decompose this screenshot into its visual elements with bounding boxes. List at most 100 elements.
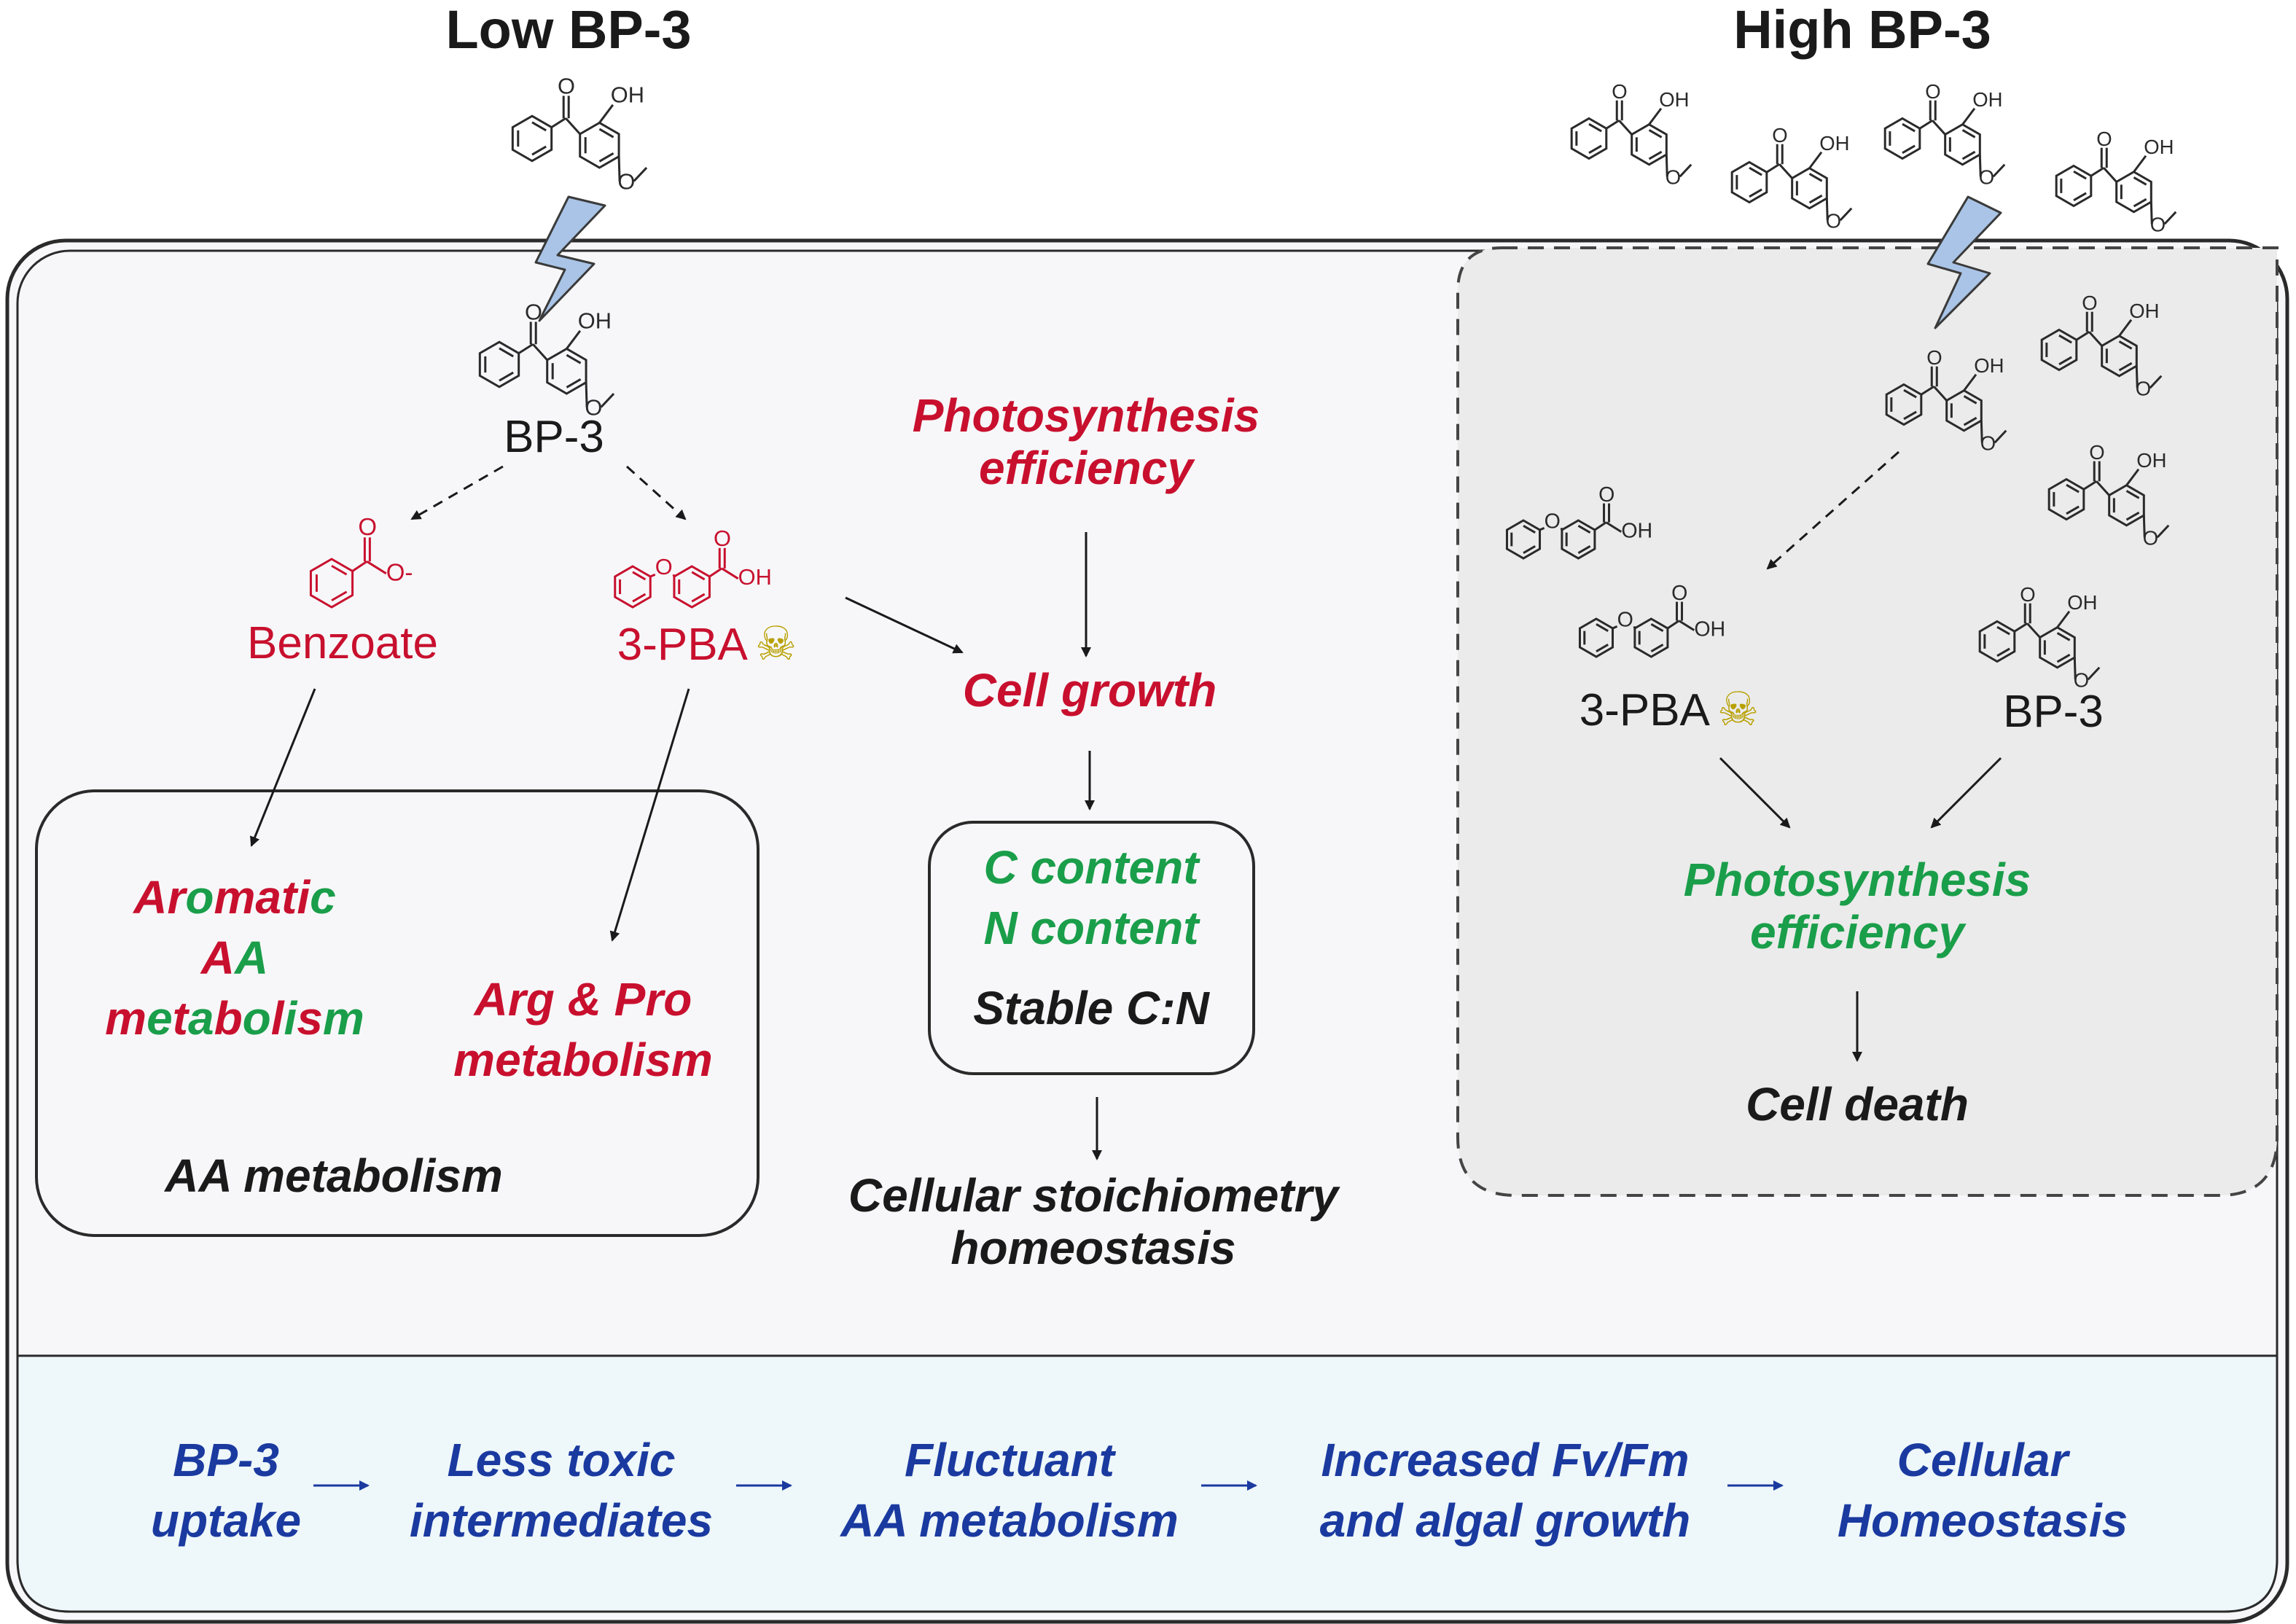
flow-3-line2: AA metabolism	[840, 1494, 1179, 1547]
aromatic-letter: s	[297, 992, 323, 1045]
svg-text:OH: OH	[1694, 617, 1725, 641]
flow-step-2: Less toxic intermediates	[410, 1430, 713, 1551]
svg-text:O: O	[655, 554, 673, 579]
flow-step-5: Cellular Homeostasis	[1838, 1430, 2128, 1551]
svg-text:O: O	[1671, 582, 1687, 605]
svg-text:OH: OH	[2144, 136, 2174, 158]
svg-text:O: O	[2074, 668, 2089, 691]
aromatic-letter: r	[167, 871, 186, 924]
flow-1-line2: uptake	[150, 1494, 302, 1547]
n-content-label: N content	[983, 902, 1199, 954]
aromatic-letter: A	[133, 871, 168, 924]
svg-text:O: O	[2082, 292, 2097, 314]
svg-text:O: O	[2096, 128, 2112, 150]
svg-text:OH: OH	[611, 82, 644, 108]
flow-3-line1: Fluctuant	[905, 1434, 1114, 1486]
aromatic-letter: t	[172, 992, 188, 1045]
svg-text:OH: OH	[2067, 591, 2097, 614]
bp3-molecule: O OH O	[1978, 583, 2101, 691]
arrow-icon	[250, 688, 316, 847]
svg-text:O: O	[2136, 377, 2151, 399]
aromatic-letter: l	[270, 992, 284, 1045]
svg-text:O: O	[714, 526, 731, 551]
photosynthesis-efficiency-low: Photosynthesis efficiency	[913, 389, 1260, 494]
arrow-icon	[1719, 757, 1791, 829]
svg-text:O: O	[1979, 165, 1994, 188]
c-content-label: C content	[983, 841, 1199, 894]
svg-text:O: O	[1612, 80, 1627, 103]
svg-text:O: O	[1980, 432, 1996, 454]
aromatic-letter: a	[187, 992, 214, 1045]
cell-death-label: Cell death	[1746, 1078, 1969, 1131]
arrow-icon	[410, 465, 504, 520]
arrow-icon	[1930, 757, 2002, 829]
aromatic-letter: m	[214, 871, 256, 924]
aromatic-letter: c	[310, 871, 336, 924]
svg-text:O: O	[1666, 165, 1681, 188]
photo-low-line2: efficiency	[978, 441, 1194, 494]
svg-text:OH: OH	[2129, 300, 2159, 322]
flow-2-line2: intermediates	[409, 1494, 714, 1547]
svg-text:O: O	[358, 513, 377, 540]
pba-label-low-text: 3-PBA	[617, 620, 748, 670]
aromatic-line1: Aromatic	[105, 867, 364, 928]
arg-line1: Arg & Pro	[474, 973, 692, 1026]
aromatic-letter: t	[281, 871, 297, 924]
flow-5-line1: Cellular	[1897, 1434, 2069, 1486]
benzoate-molecule: OO-	[309, 513, 413, 609]
photosynthesis-efficiency-high: Photosynthesis efficiency	[1684, 854, 2031, 959]
cn-content-box	[928, 821, 1255, 1075]
bp3-molecule: O OH O	[1883, 80, 2006, 188]
aromatic-letter: a	[255, 871, 282, 924]
bp3-molecule: O OH O	[1885, 346, 2007, 454]
svg-text:OH: OH	[738, 564, 772, 590]
flow-step-3: Fluctuant AA metabolism	[840, 1430, 1179, 1551]
high-bp3-region	[1456, 246, 2279, 1197]
aromatic-letter: o	[242, 992, 271, 1045]
aromatic-letter: i	[297, 871, 311, 924]
aromatic-letter: o	[185, 871, 214, 924]
stable-cn-label: Stable C:N	[973, 982, 1209, 1034]
aromatic-letter: m	[322, 992, 364, 1045]
pba-molecule: O O OH	[614, 526, 772, 609]
svg-text:O: O	[1925, 80, 1940, 103]
cell-growth-label: Cell growth	[962, 664, 1217, 717]
svg-text:OH: OH	[1819, 132, 1849, 155]
svg-text:O: O	[1598, 483, 1614, 507]
arg-pro-metabolism-label: Arg & Pro metabolism	[453, 969, 713, 1090]
flow-step-1: BP-3 uptake	[151, 1430, 301, 1551]
svg-text:OH: OH	[578, 308, 612, 334]
svg-text:O: O	[1545, 510, 1561, 533]
svg-text:O: O	[2020, 583, 2035, 606]
stoich-line2: homeostasis	[950, 1221, 1236, 1274]
flow-2-line1: Less toxic	[447, 1434, 676, 1486]
skull-icon: ☠	[1717, 683, 1760, 735]
aromatic-letter: i	[284, 992, 297, 1045]
pba-molecule: O O OH	[1505, 483, 1652, 560]
arg-line2: metabolism	[453, 1034, 713, 1087]
svg-text:O: O	[1617, 608, 1633, 631]
svg-text:O: O	[558, 73, 575, 98]
lightning-icon	[1926, 195, 2002, 329]
svg-text:O: O	[1926, 346, 1942, 369]
pba-label-high-text: 3-PBA	[1579, 685, 1710, 735]
svg-text:OH: OH	[1974, 354, 2004, 377]
svg-text:O: O	[2089, 441, 2104, 464]
svg-text:OH: OH	[1621, 519, 1652, 542]
skull-icon: ☠	[754, 617, 797, 670]
pba-label-low: 3-PBA☠	[617, 617, 797, 671]
stoich-line1: Cellular stoichiometry	[848, 1169, 1339, 1222]
heading-high-bp3: High BP-3	[1733, 0, 1991, 60]
aa-metabolism-label: AA metabolism	[165, 1149, 503, 1202]
aa-metabolism-box	[35, 789, 760, 1237]
svg-text:OH: OH	[1972, 88, 2002, 111]
svg-text:O: O	[1826, 209, 1841, 232]
